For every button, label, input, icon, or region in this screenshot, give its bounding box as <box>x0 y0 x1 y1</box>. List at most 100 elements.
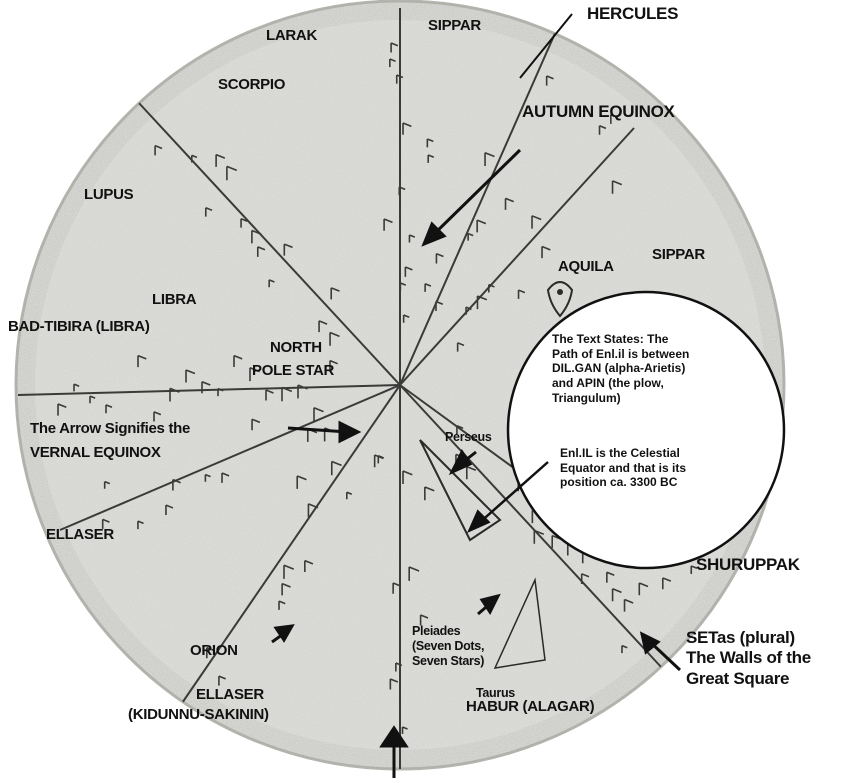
cuneiform-wedge <box>283 243 293 256</box>
cuneiform-wedge <box>541 245 551 259</box>
setas-line-1: SETas (plural) <box>686 628 795 647</box>
cuneiform-wedge <box>611 588 622 602</box>
cuneiform-wedge <box>467 232 474 241</box>
cuneiform-wedge <box>476 295 488 310</box>
cuneiform-wedge <box>390 42 399 53</box>
cuneiform-wedge <box>395 662 403 672</box>
cuneiform-wedge <box>89 395 96 404</box>
cuneiform-wedge <box>240 217 248 228</box>
cuneiform-wedge <box>401 726 408 735</box>
label-scorpio: SCORPIO <box>218 76 286 93</box>
cuneiform-wedge <box>153 411 162 422</box>
cuneiform-wedge <box>531 215 542 229</box>
note-line-6: Enl.IL is the Celestial <box>560 446 680 460</box>
cuneiform-wedge <box>402 470 413 485</box>
label-orion: ORION <box>190 642 238 659</box>
cuneiform-wedge <box>623 598 634 612</box>
label-ellaser-bottom: ELLASER <box>196 686 264 703</box>
label-aquila: AQUILA <box>558 258 614 275</box>
cuneiform-wedge <box>137 520 144 530</box>
label-sippar-top: SIPPAR <box>428 17 481 34</box>
cuneiform-wedge <box>256 246 266 257</box>
note-line-5: Triangulum) <box>552 390 621 405</box>
label-taurus: Taurus <box>476 686 515 700</box>
note-line-8: position ca. 3300 BC <box>560 475 678 490</box>
cuneiform-wedge <box>218 675 226 686</box>
cuneiform-wedge <box>154 144 163 156</box>
cuneiform-wedge <box>606 571 615 583</box>
cuneiform-wedge <box>190 154 198 163</box>
cuneiform-wedge <box>484 152 495 166</box>
cuneiform-wedge <box>404 266 413 277</box>
cuneiform-wedge <box>395 74 404 84</box>
label-ellaser-left: ELLASER <box>46 526 114 543</box>
cuneiform-marks <box>57 42 698 735</box>
cuneiform-wedge <box>435 252 444 264</box>
cuneiform-wedge <box>465 465 477 480</box>
cuneiform-wedge <box>517 289 526 299</box>
note-line-1: The Text States: The <box>552 332 669 346</box>
cuneiform-wedge <box>221 472 230 483</box>
pleiades-line-2: (Seven Dots, <box>412 638 485 653</box>
cuneiform-wedge <box>399 282 407 291</box>
cuneiform-wedge <box>204 473 211 482</box>
cuneiform-wedge <box>690 565 698 574</box>
cuneiform-wedge <box>204 207 213 217</box>
cuneiform-wedge <box>206 646 215 659</box>
cuneiform-wedge <box>389 678 399 690</box>
cuneiform-wedge <box>424 486 435 501</box>
label-autumn-equinox: AUTUMN EQUINOX <box>522 102 675 121</box>
cuneiform-wedge <box>621 644 628 654</box>
cuneiform-wedge <box>169 387 180 402</box>
cuneiform-wedge <box>313 407 324 422</box>
label-habur: HABUR (ALAGAR) <box>466 698 595 715</box>
cuneiform-wedge <box>398 186 406 196</box>
cuneiform-wedge <box>296 475 307 489</box>
cuneiform-wedge <box>408 566 420 581</box>
cuneiform-wedge <box>307 503 319 518</box>
cuneiform-wedge <box>217 387 224 397</box>
perseus-triangle <box>419 439 502 542</box>
cuneiform-wedge <box>377 455 385 464</box>
cuneiform-wedge <box>281 582 291 596</box>
cuneiform-wedge <box>278 600 286 610</box>
cuneiform-wedge <box>268 279 275 288</box>
label-vernal-equinox: VERNAL EQUINOX <box>30 444 161 461</box>
cuneiform-wedge <box>251 418 261 431</box>
label-north: NORTH <box>270 339 322 356</box>
cuneiform-wedge <box>456 342 465 352</box>
cuneiform-wedge <box>297 384 308 399</box>
cuneiform-wedge <box>545 75 554 86</box>
cuneiform-wedge <box>598 125 607 135</box>
label-larak: LARAK <box>266 27 317 44</box>
aquila-shape <box>546 281 574 318</box>
cuneiform-wedge <box>611 180 623 194</box>
explanation-text-2: Enl.IL is the Celestial Equator and that… <box>560 446 770 490</box>
note-line-4: and APIN (the plow, <box>552 375 664 390</box>
cuneiform-wedge <box>165 504 174 515</box>
cuneiform-wedge <box>402 122 412 135</box>
label-bad-tibira: BAD-TIBIRA (LIBRA) <box>8 318 150 335</box>
cuneiform-wedge <box>638 582 649 596</box>
cuneiform-wedge <box>435 300 444 312</box>
note-line-7: Equator and that is its <box>560 460 687 475</box>
cuneiform-wedge <box>330 287 340 300</box>
cuneiform-wedge <box>610 113 618 124</box>
cuneiform-wedge <box>392 582 402 594</box>
label-shuruppak: SHURUPPAK <box>696 555 800 574</box>
label-sippar-right: SIPPAR <box>652 246 705 263</box>
cuneiform-wedge <box>304 559 314 573</box>
cuneiform-wedge <box>424 283 432 292</box>
label-pole-star: POLE STAR <box>252 362 335 379</box>
label-setas: SETas (plural) The Walls of the Great Sq… <box>686 628 811 689</box>
explanation-circle <box>506 290 786 570</box>
label-arrow-signifies: The Arrow Signifies the <box>30 420 191 437</box>
cuneiform-wedge <box>580 573 590 585</box>
annotation-arrows <box>271 13 682 778</box>
cuneiform-wedge <box>73 383 80 392</box>
cuneiform-wedge <box>476 219 487 233</box>
pleiades-line-1: Pleiades <box>412 624 461 638</box>
cuneiform-wedge <box>215 153 226 167</box>
cuneiform-wedge <box>226 165 238 181</box>
